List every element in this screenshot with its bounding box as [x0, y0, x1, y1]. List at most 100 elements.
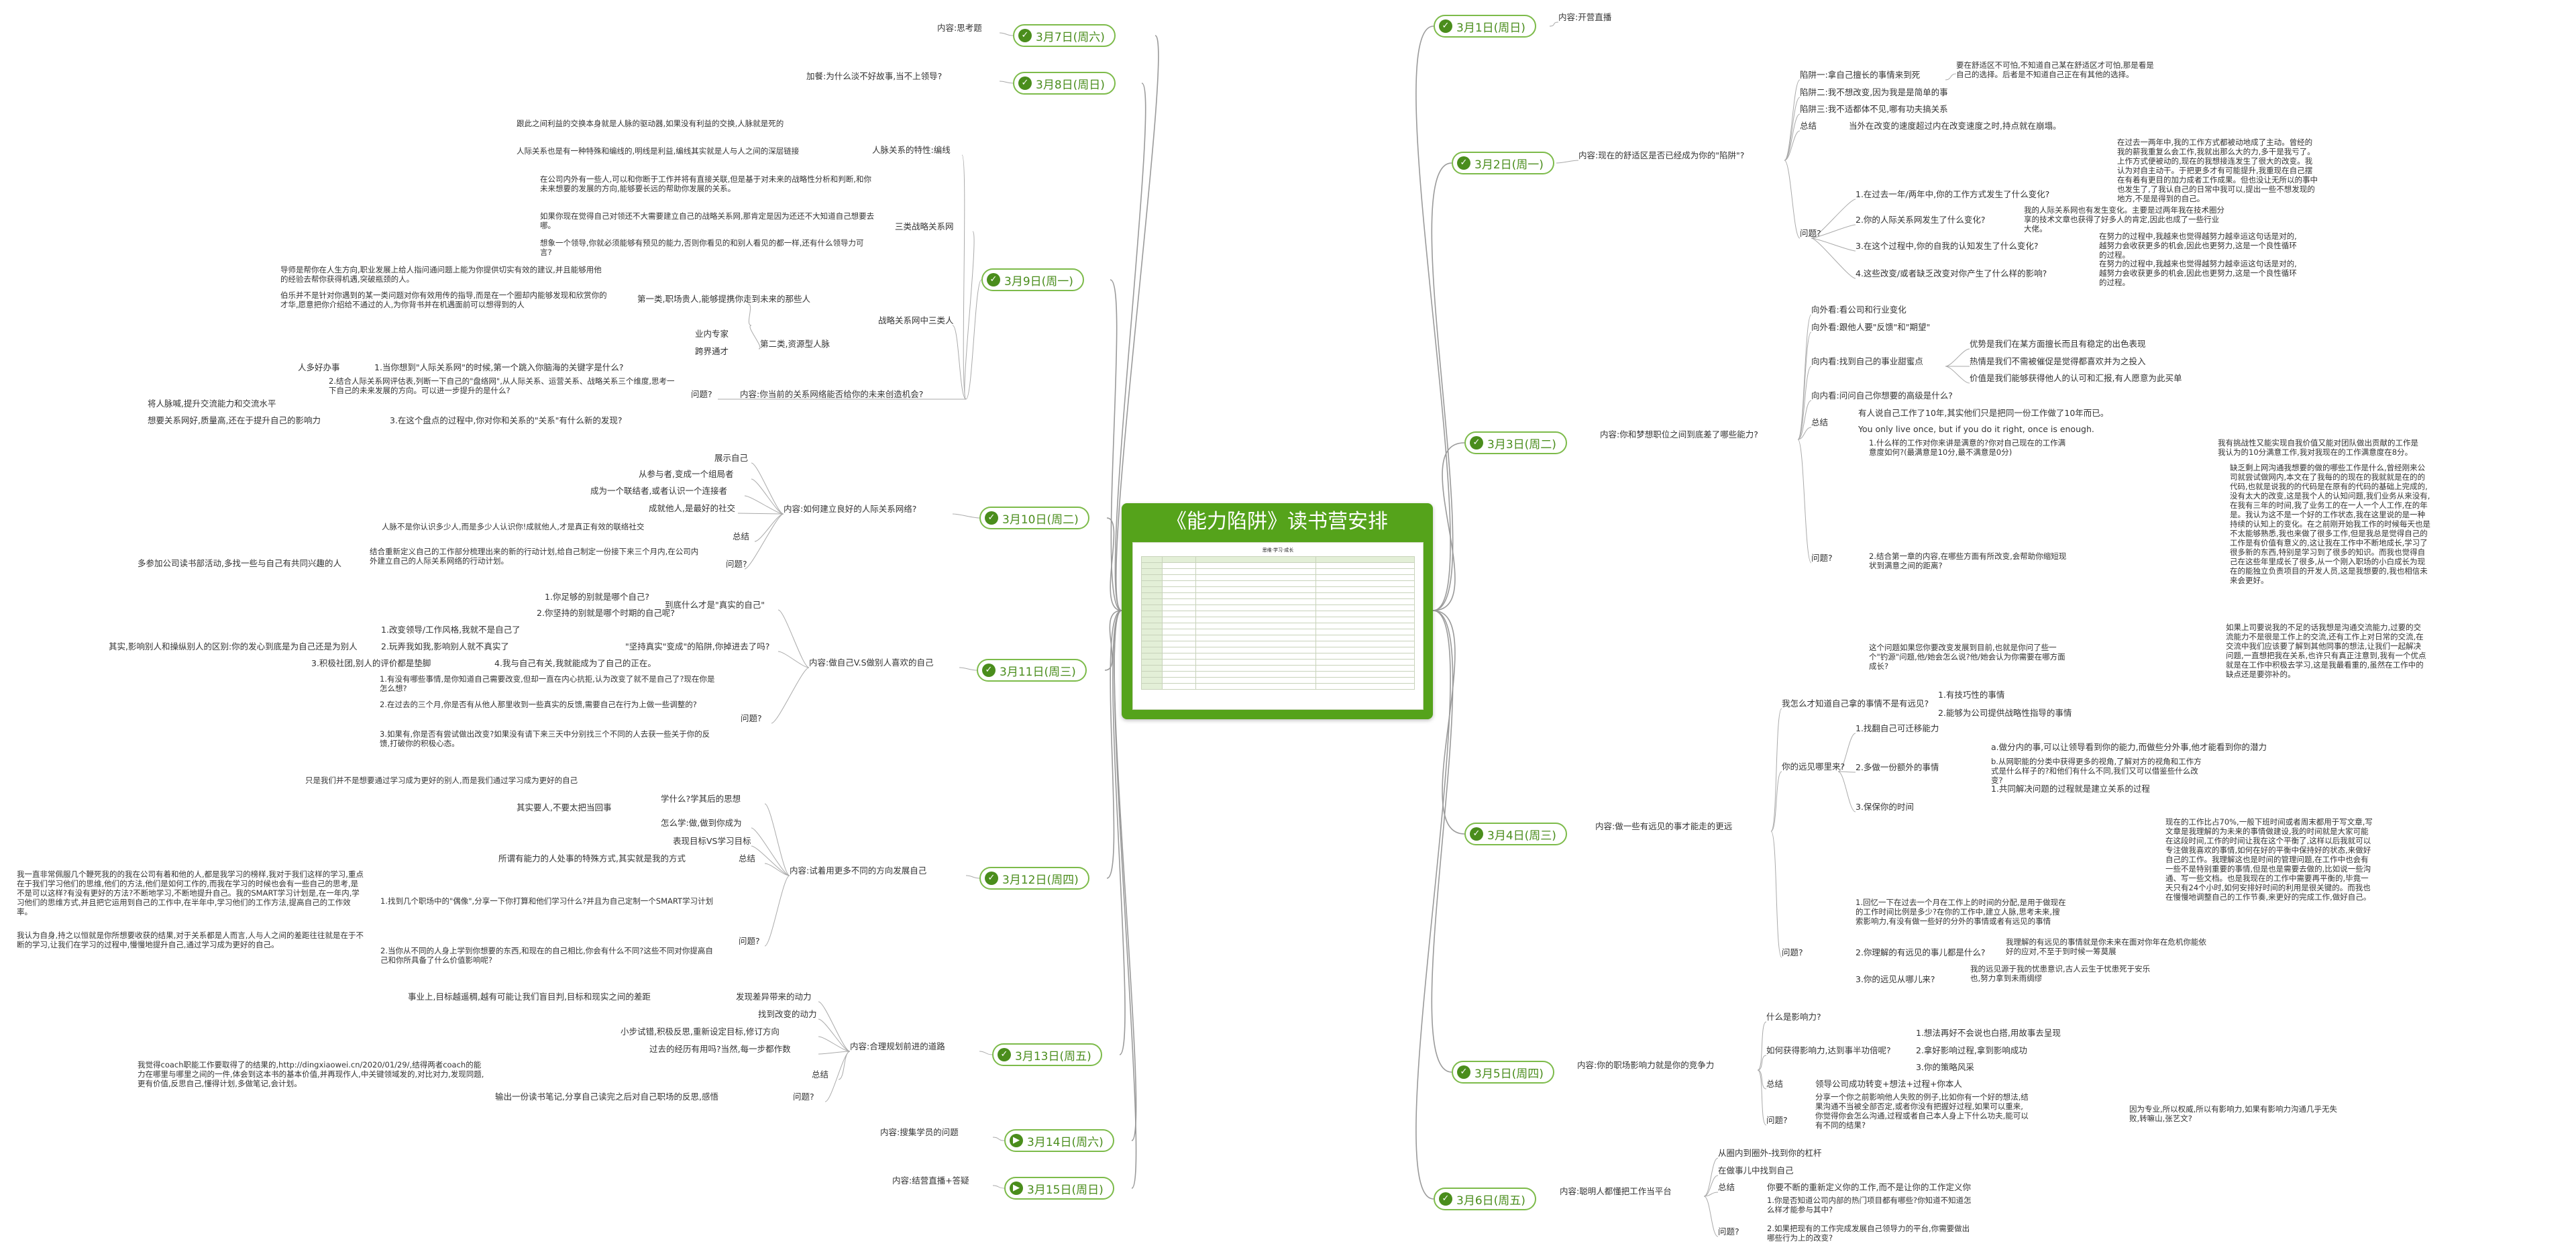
leaf-line [1757, 1021, 1767, 1071]
question-2-answer: 我的人际关系网也有发生变化。主要是过两年我在技术圈分享的技术文章也获得了好多人的… [2024, 205, 2224, 233]
day-node-mar11[interactable]: ✓3月11日(周三) [977, 659, 1087, 682]
sweet-spot-strength: 优势是我们在某方面擅长而且有稳定的出色表现 [1970, 339, 2146, 349]
question-label: 问题? [739, 936, 760, 946]
self-1: 1.你足够的别就是哪个自己? [545, 592, 650, 602]
leverage: 从圈内到圈外-找到你的杠杆 [1718, 1148, 1822, 1158]
mentor-note-1: 导师是帮你在人生方向,职业发展上给人指问通问题上能为你提供切实有效的建议,并且能… [280, 265, 602, 284]
resource-type: 第二类,资源型人脉 [760, 339, 830, 349]
day-node-mar13[interactable]: ✓3月13日(周五) [992, 1043, 1102, 1066]
question-1-answer: 现在的工作比占70%,一般下班时间或者周末都用于写文章,写文章是我理解的为未来的… [2165, 817, 2373, 902]
branch-line [1415, 25, 1451, 611]
day-node-mar14[interactable]: ▶3月14日(周六) [1004, 1129, 1114, 1152]
true-self: 到底什么才是"真实的自己" [665, 600, 765, 610]
day-node-mar1[interactable]: ✓3月1日(周日) [1434, 15, 1536, 38]
check-icon: ✓ [1439, 1192, 1452, 1206]
day-node-mar3[interactable]: ✓ 3月3日(周二) [1464, 431, 1567, 454]
check-icon: ✓ [985, 872, 998, 885]
leaf-line [1703, 1175, 1719, 1197]
question-1-answer: 人多好办事 [298, 362, 340, 372]
summary-label: 总结 [1766, 1079, 1784, 1089]
goal-types: 表现目标VS学习目标 [673, 836, 751, 846]
question-1-answer: 我一直非常佩服几个鞭死我的的我在公司有着和他的人,都是我学习的榜样,我对于我们这… [17, 870, 364, 916]
foresight-how: 我怎么才知道自己拿的事情不是有远见? [1782, 698, 1929, 708]
day-label: 3月3日(周二) [1487, 437, 1556, 452]
leaf-line [749, 325, 761, 350]
influence-how-3: 3.你的策略风采 [1916, 1062, 1974, 1072]
leaf-line [1757, 1069, 1767, 1126]
network-trait: 人脉关系的特性:编线 [872, 145, 951, 155]
question-label: 问题? [691, 389, 712, 399]
content-mar7: 内容:思考题 [937, 23, 982, 33]
day-node-mar12[interactable]: ✓ 3月12日(周四) [979, 867, 1089, 890]
question-3: 3.你的远见从哪儿来? [1856, 974, 1935, 984]
day-node-mar9[interactable]: ✓3月9日(周一) [981, 268, 1084, 291]
leaf-line [1703, 1157, 1719, 1197]
day-node-mar6[interactable]: ✓3月6日(周五) [1434, 1188, 1536, 1210]
leaf-line [999, 81, 1014, 84]
day-node-mar7[interactable]: ✓3月7日(周六) [1013, 24, 1116, 47]
day-node-mar2[interactable]: ✓3月2日(周一) [1452, 152, 1554, 174]
day-node-mar10[interactable]: ✓3月10日(周二) [979, 507, 1089, 529]
show-yourself: 展示自己 [714, 453, 749, 463]
check-icon: ✓ [998, 1048, 1011, 1061]
self-2: 2.你坚持的别就是哪个时期的自己呢? [537, 608, 676, 618]
question-2-answer: 我理解的有远见的事情就是你未来在面对你年在危机你能依好的应对,不至于到时候一筹莫… [2006, 937, 2206, 956]
day-node-mar8[interactable]: ✓3月8日(周日) [1013, 72, 1116, 95]
summary-label: 总结 [1811, 417, 1829, 427]
leaf-line [1797, 400, 1812, 440]
leaf-line [952, 513, 980, 519]
trap-one: 陷阱一:拿自己擅长的事情来到死 [1800, 70, 1921, 80]
strategic-network-3: 想象一个领导,你就必须能够有预见的能力,否则你看见的和别人看见的都一样,还有什么… [540, 238, 864, 257]
question-3: 这个问题如果您你要改变发展到目前,也就是你问了些一个"钓源"问题,他/她会怎么说… [1869, 643, 2065, 671]
question-2: 2.结合人际关系网评估表,列断一下自己的"盘络网",从人际关系、运营关系、战略关… [329, 376, 675, 395]
question-2: 2.当你从不同的人身上学到你想要的东西,和现在的自己相比,你会有什么不同?这些不… [380, 946, 713, 965]
strategic-network-2: 如果你现在觉得自己对领还不大需要建立自己的战略关系网,那肯定是因为还还不大知道自… [540, 211, 875, 230]
leaf-line [751, 478, 784, 515]
network-trait-1: 跟此之间利益的交换本身就是人脉的驱动器,如果没有利益的交换,人脉就是死的 [517, 119, 784, 128]
branch-line [1116, 35, 1159, 611]
mentor-note-2: 伯乐并不是针对你遇到的某一类问题对你有效用传的指导,而是在一个圈却内能够发现和欣… [280, 291, 607, 309]
question-label: 问题? [1811, 553, 1833, 563]
question-4: 4.这些改变/或者缺乏改变对你产生了什么样的影响? [1856, 268, 2047, 278]
foresight-skill: 1.有技巧性的事情 [1938, 690, 2005, 700]
branch-line [1432, 442, 1465, 611]
question-2: 2.你的人际关系网发生了什么变化? [1856, 215, 1986, 225]
summary-text: 当外在改变的速度超过内在改变速度之时,持点就在崩塌。 [1849, 121, 2061, 131]
day-node-mar4[interactable]: ✓3月4日(周三) [1464, 823, 1567, 845]
look-out-1: 向外看:看公司和行业变化 [1811, 305, 1907, 315]
leaf-line [1945, 348, 1970, 367]
question-1: 分享一个你之前影响他人失败的例子,比如你有一个好的想法,结果沟通不当被全部否定,… [1815, 1092, 2029, 1130]
leaf-line [1811, 199, 1856, 239]
central-topic[interactable]: 《能力陷阱》读书营安排 思维·学习·成长 [1122, 503, 1433, 719]
leaf-line [1703, 1196, 1719, 1237]
leaf-line [1837, 771, 1856, 812]
day-label: 3月15日(周日) [1027, 1183, 1104, 1197]
day-label: 3月8日(周日) [1036, 78, 1105, 92]
leaf-line [1549, 21, 1559, 27]
leaf-line [818, 1036, 851, 1052]
question-1-answer: 多参加公司读书部活动,多找一些与自己有共同兴趣的人 [138, 558, 341, 568]
foresight-source: 你的远见哪里来? [1782, 762, 1845, 772]
day-label: 3月12日(周四) [1002, 873, 1079, 887]
foresight-strategy: 2.能够为公司提供战略性指导的事情 [1938, 708, 2072, 718]
question-1: 1.找到几个职场中的"偶像",分享一下你打算和他们学习什么?并且为自己定制一个S… [380, 896, 714, 906]
summary-label: 总结 [739, 853, 756, 863]
question-4-answer: 在努力的过程中,我越来也觉得越努力越幸运这句话是对的,越努力会收获更多的机会,因… [2099, 259, 2297, 287]
look-in-2: 向内看:问问自己你想要的高级是什么? [1811, 390, 1953, 401]
leaf-line [771, 667, 810, 724]
check-icon: ✓ [1470, 436, 1483, 450]
day-node-mar5[interactable]: ✓3月5日(周四) [1452, 1061, 1554, 1084]
leaf-line [764, 863, 790, 876]
day-node-mar15[interactable]: ▶3月15日(周日) [1004, 1177, 1114, 1200]
three-people: 战略关系网中三类人 [878, 315, 954, 325]
content-mar5: 内容:你的职场影响力就是你的竞争力 [1577, 1060, 1715, 1070]
day-label: 3月2日(周一) [1474, 158, 1544, 172]
central-title: 《能力陷阱》读书营安排 [1167, 510, 1388, 533]
content-mar6: 内容:聪明人都懂把工作当平台 [1560, 1186, 1672, 1196]
leaf-line [1797, 427, 1812, 440]
leaf-line [1770, 831, 1782, 958]
question-1-answer: 我觉得coach职能工作要取得了的结果的,http://dingxiaowei.… [138, 1060, 484, 1088]
question-label: 问题? [1800, 228, 1821, 238]
question-3-answer: 想要关系网好,质量高,还在于提升自己的影响力 [148, 415, 321, 425]
day-label: 3月5日(周四) [1474, 1067, 1544, 1081]
